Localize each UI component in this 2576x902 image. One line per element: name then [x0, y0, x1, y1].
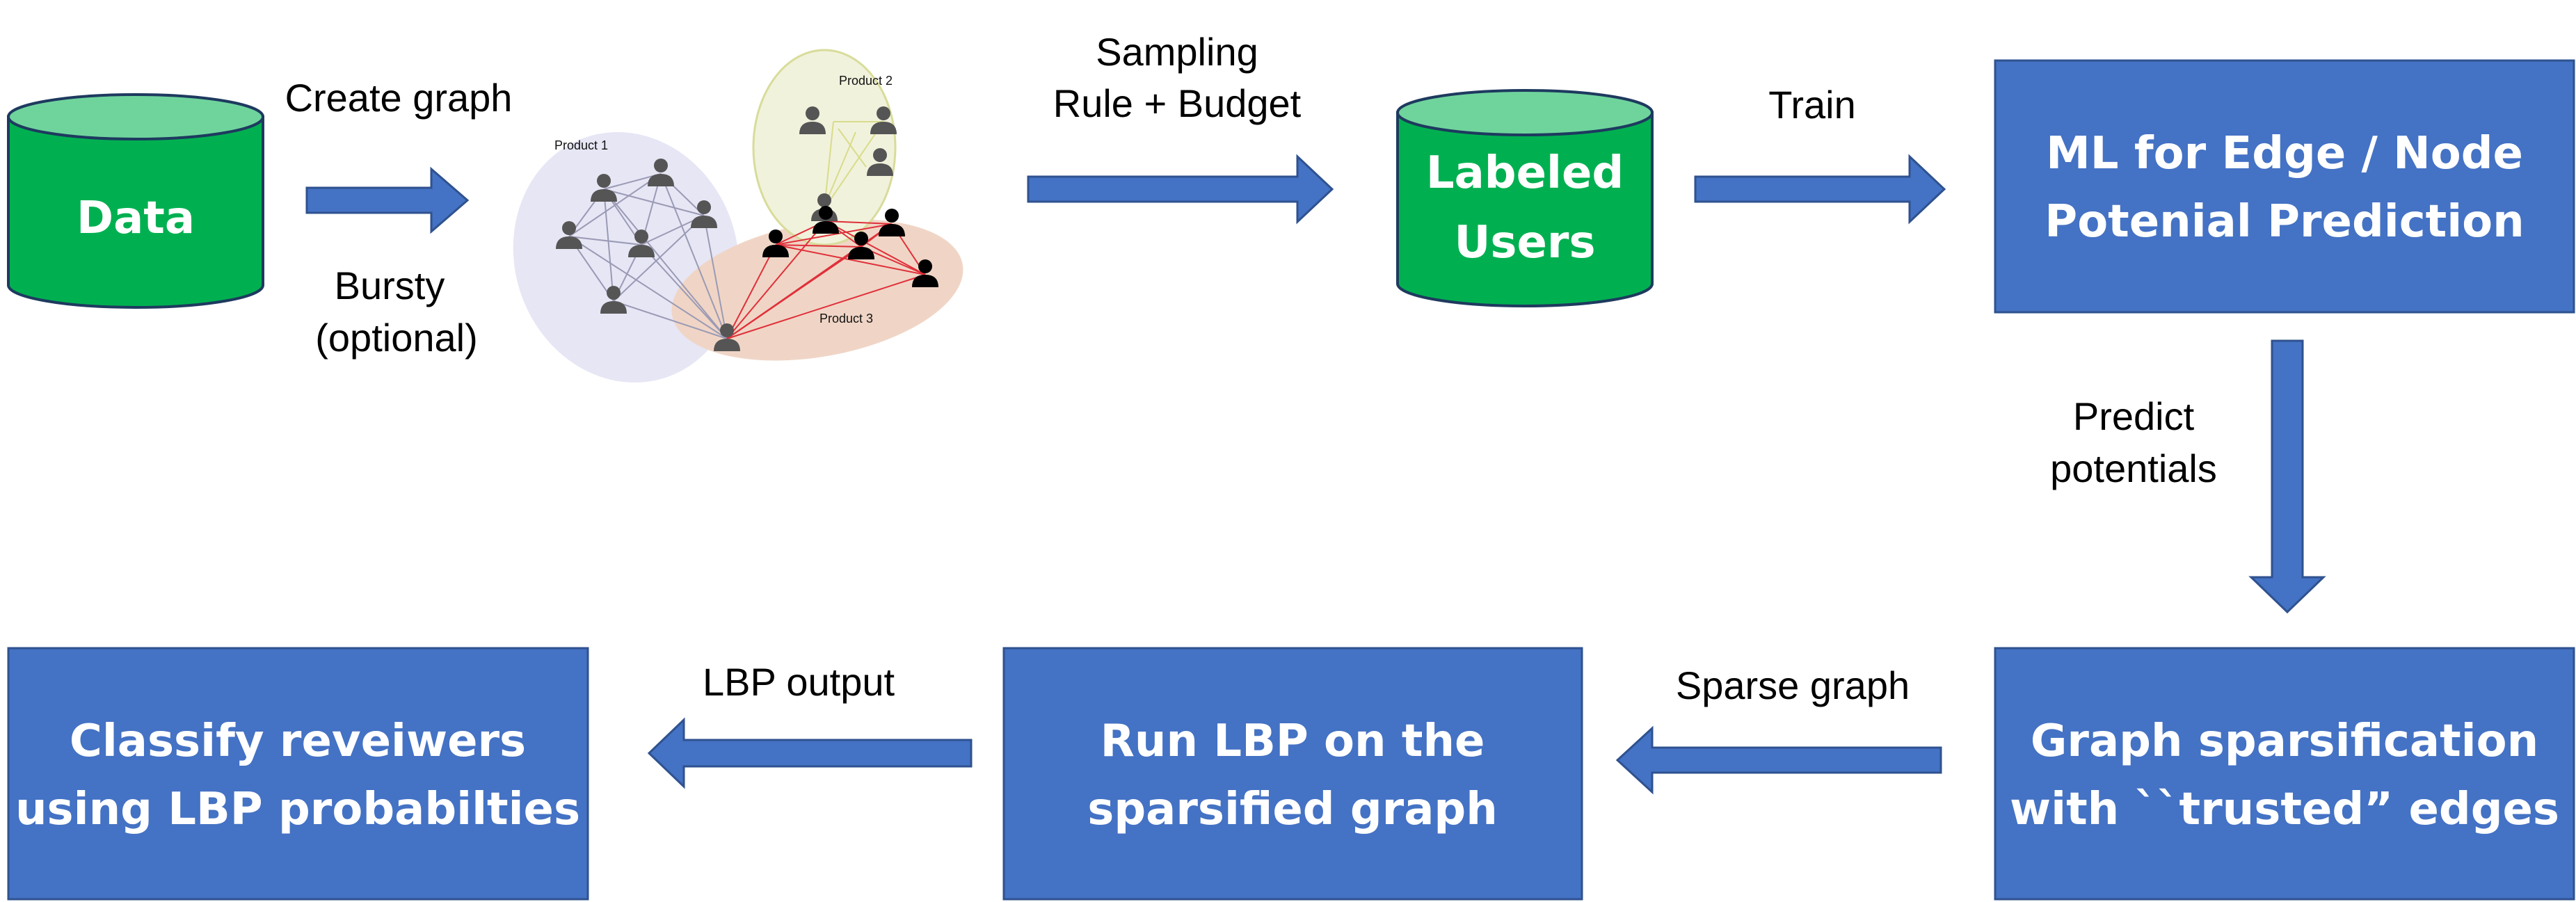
arrow-lbp-output	[647, 717, 973, 789]
classify-label-2: using LBP probabilties	[15, 784, 580, 835]
data-database: Data	[7, 93, 264, 309]
product3-edges	[726, 220, 926, 339]
run-lbp-box: Run LBP on the sparsified graph	[1002, 647, 1583, 901]
user-icon	[691, 200, 717, 228]
graph-illustration: Product 1 Product 2 Product 3	[513, 49, 963, 383]
predict-label: Predict	[2073, 394, 2195, 438]
product3-label: Product 3	[819, 312, 873, 325]
labeled-users-label-2: Users	[1454, 217, 1595, 268]
user-icon	[813, 206, 839, 234]
rule-budget-label: Rule + Budget	[1053, 81, 1302, 125]
classify-box: Classify reveiwers using LBP probabiltie…	[7, 647, 589, 901]
optional-label: (optional)	[315, 316, 477, 360]
ml-label-2: Potenial Prediction	[2045, 196, 2524, 248]
user-icon	[848, 232, 874, 259]
arrow-sampling	[1027, 154, 1334, 225]
run-lbp-label-2: sparsified graph	[1087, 784, 1498, 835]
arrow-create-graph	[305, 166, 470, 234]
user-icon	[799, 106, 826, 134]
labeled-users-label-1: Labeled	[1426, 147, 1624, 199]
product2-label: Product 2	[839, 74, 893, 88]
user-icon	[556, 221, 582, 249]
run-lbp-label-1: Run LBP on the	[1101, 716, 1485, 767]
sampling-label: Sampling	[1096, 30, 1258, 74]
lbp-output-label: LBP output	[703, 660, 895, 704]
user-icon	[591, 174, 617, 202]
user-icon	[762, 229, 789, 257]
ml-box: ML for Edge / Node Potenial Prediction	[1994, 59, 2575, 314]
product1-label: Product 1	[554, 138, 608, 152]
create-graph-label: Create graph	[285, 76, 513, 120]
classify-label-1: Classify reveiwers	[70, 716, 526, 767]
user-icon	[714, 323, 740, 351]
user-icon	[879, 209, 905, 236]
user-icon	[867, 148, 893, 176]
user-icon	[600, 286, 627, 314]
user-icon	[648, 159, 674, 186]
user-icon	[628, 229, 655, 257]
product2-blob	[752, 49, 897, 246]
sparsification-label-1: Graph sparsification	[2031, 716, 2538, 767]
potentials-label: potentials	[2050, 446, 2217, 490]
sparsification-box: Graph sparsification with ``trusted” edg…	[1994, 647, 2575, 901]
sparse-graph-label: Sparse graph	[1676, 663, 1910, 707]
ml-label-1: ML for Edge / Node	[2046, 128, 2523, 179]
arrow-predict	[2248, 339, 2326, 614]
sparsification-label-2: with ``trusted” edges	[2010, 784, 2559, 835]
arrow-sparse-graph	[1615, 725, 1942, 795]
arrow-train	[1694, 154, 1946, 225]
user-icon	[870, 106, 897, 134]
user-icon	[912, 259, 938, 287]
bursty-label: Bursty	[335, 264, 445, 307]
data-label: Data	[77, 193, 195, 244]
train-label: Train	[1768, 83, 1856, 127]
labeled-users-database: Labeled Users	[1396, 89, 1654, 307]
product3-blob	[671, 219, 963, 361]
